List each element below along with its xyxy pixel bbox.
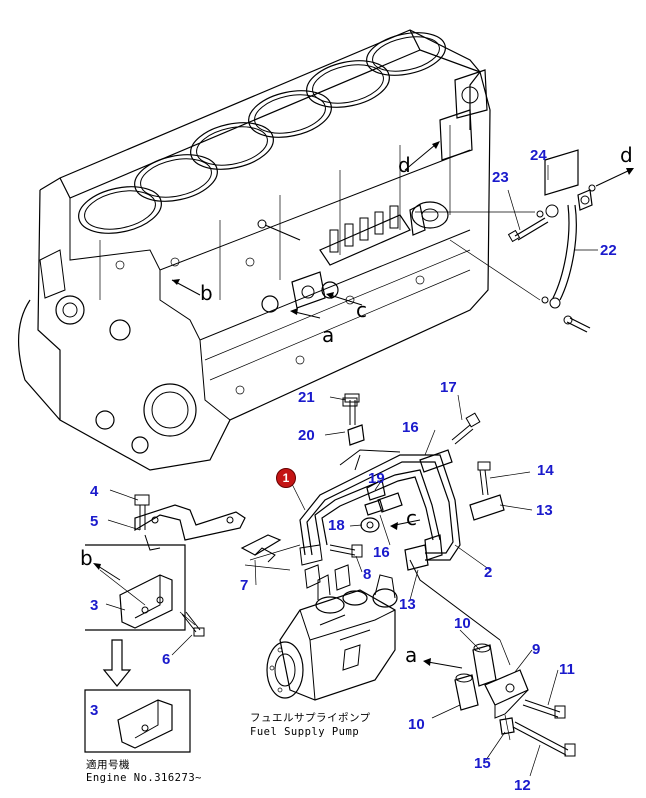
callout-15[interactable]: 15 — [474, 755, 491, 772]
callout-12[interactable]: 12 — [514, 777, 531, 794]
callout-18[interactable]: 18 — [328, 517, 345, 534]
callout-8[interactable]: 8 — [363, 566, 372, 583]
fuel-pipes — [299, 449, 501, 641]
callout-9[interactable]: 9 — [532, 641, 541, 658]
pump-caption-english: Fuel Supply Pump — [250, 726, 360, 738]
engine-block — [18, 29, 491, 471]
callout-23[interactable]: 23 — [492, 169, 509, 186]
clip-and-bolt — [342, 397, 358, 407]
callout-17[interactable]: 17 — [440, 379, 457, 396]
engine-number-label: Engine No.316273~ — [86, 772, 202, 784]
callout-16-lower[interactable]: 16 — [373, 544, 390, 561]
callout-10-lower[interactable]: 10 — [408, 716, 425, 733]
connection-mark-b-engine: b — [200, 281, 213, 305]
callout-11[interactable]: 11 — [559, 661, 575, 678]
callout-10[interactable]: 10 — [454, 615, 471, 632]
connection-mark-b-bracket: b — [80, 546, 93, 570]
callout-20[interactable]: 20 — [298, 427, 315, 444]
callout-6[interactable]: 6 — [162, 651, 171, 668]
callout-19[interactable]: 19 — [368, 470, 385, 487]
callout-7[interactable]: 7 — [240, 577, 249, 594]
lower-right-parts — [423, 639, 576, 757]
callout-21[interactable]: 21 — [298, 389, 315, 406]
fuel-supply-pump — [266, 564, 398, 701]
connection-mark-c-engine: c — [356, 298, 367, 322]
callout-3[interactable]: 3 — [90, 597, 99, 614]
callout-1-highlight[interactable]: 1 — [276, 468, 296, 488]
callout-16[interactable]: 16 — [402, 419, 419, 436]
return-pipe-assembly — [415, 149, 634, 333]
callout-13[interactable]: 13 — [536, 502, 553, 519]
connection-mark-d-engine: d — [398, 153, 411, 177]
leader-lines — [105, 165, 598, 777]
callout-3-inset[interactable]: 3 — [90, 702, 99, 719]
pump-caption-japanese: フュエルサプライポンプ — [250, 712, 371, 724]
connection-mark-a-lower: a — [405, 643, 418, 667]
callout-13-lower[interactable]: 13 — [399, 596, 416, 613]
callout-14[interactable]: 14 — [537, 462, 554, 479]
callout-4[interactable]: 4 — [90, 483, 99, 500]
callout-2[interactable]: 2 — [484, 564, 493, 581]
connection-mark-c-pipe: c — [406, 506, 417, 530]
connection-mark-a-engine: a — [322, 323, 335, 347]
connection-mark-d-pipe: d — [620, 143, 633, 167]
engine-connection-arrows — [171, 141, 440, 319]
pipe-clamps — [240, 393, 505, 571]
callout-24[interactable]: 24 — [530, 147, 547, 164]
callout-5[interactable]: 5 — [90, 513, 99, 530]
callout-22[interactable]: 22 — [600, 242, 617, 259]
mounting-brackets — [84, 494, 246, 753]
applicable-serial-label: 適用号機 — [86, 759, 130, 771]
